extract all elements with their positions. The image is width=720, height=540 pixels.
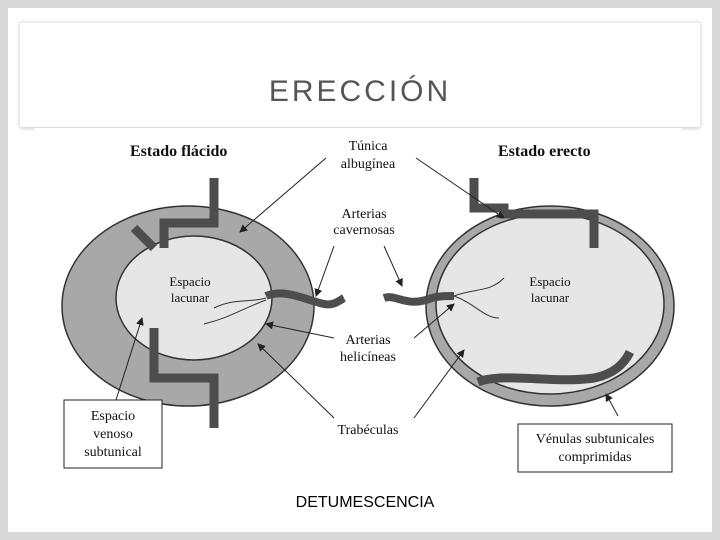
slide-caption: DETUMESCENCIA [295, 494, 435, 511]
label-lacunar-erect-1: Espacio [529, 274, 570, 289]
cavernous-artery-top-flaccid [159, 178, 219, 248]
helicine-artery-flaccid [264, 289, 346, 309]
subtunical-vein-flaccid [149, 328, 219, 428]
compressed-venule-erect [476, 349, 635, 387]
slide-title: ERECCIÓN [268, 75, 452, 108]
helicine-thin-erect-1 [453, 277, 505, 297]
helicine-thin-2 [213, 297, 267, 309]
label-helicine-line1: Arterias [345, 333, 390, 348]
box-venules-line2: comprimidas [558, 450, 631, 465]
helicine-thin-1 [203, 299, 267, 325]
box-venous-line1: Espacio [91, 409, 135, 424]
helicine-artery-erect [382, 292, 455, 306]
label-lacunar-erect-2: lacunar [531, 290, 570, 305]
erect-state [382, 178, 675, 407]
title-band: ERECCIÓN [20, 22, 700, 127]
box-venous-line2: venoso [93, 427, 133, 442]
label-helicine-line2: helicíneas [340, 350, 396, 365]
label-cavernous-line1: Arterias [341, 207, 386, 222]
label-lacunar-flaccid-1: Espacio [169, 274, 210, 289]
diagram-figure: Estado flácido Estado erecto Túnica albu… [34, 128, 682, 482]
cavernous-artery-branch-flaccid [130, 224, 158, 252]
heading-flaccid: Estado flácido [130, 143, 227, 160]
box-venous-space [63, 399, 163, 469]
box-venules-line1: Vénulas subtunicales [536, 432, 655, 447]
flaccid-state [61, 178, 346, 428]
heading-erect: Estado erecto [498, 143, 591, 160]
box-venous-line3: subtunical [84, 445, 142, 460]
label-tunica-line1: Túnica [349, 139, 389, 154]
label-lacunar-flaccid-2: lacunar [171, 290, 210, 305]
diagram-svg: Estado flácido Estado erecto Túnica albu… [61, 139, 675, 473]
label-tunica-line2: albugínea [341, 157, 396, 172]
helicine-thin-erect-2 [453, 295, 500, 319]
label-cavernous-line2: cavernosas [333, 223, 394, 238]
box-venules [517, 423, 673, 473]
annotation-arrows [115, 157, 619, 419]
label-trabeculas: Trabéculas [338, 423, 399, 438]
